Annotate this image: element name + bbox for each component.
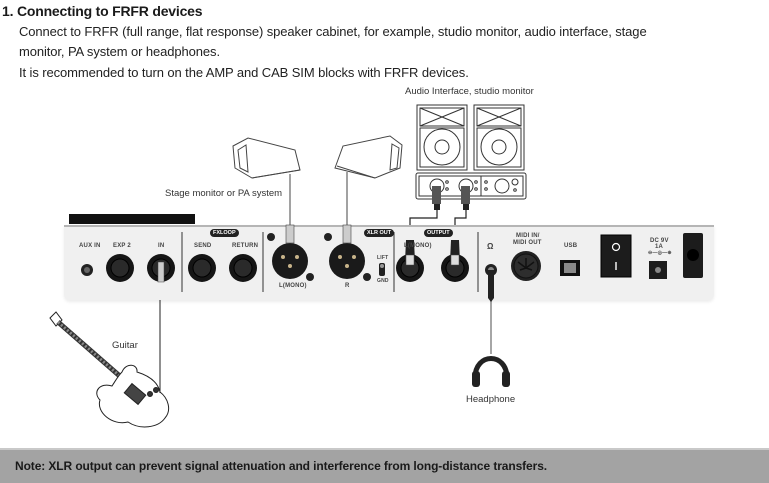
dc-polarity-label: ⊖—◎—⊕ [648, 250, 672, 256]
xlr-right-label: R [345, 283, 350, 289]
studio-monitor-left-icon [416, 104, 468, 171]
headphone-label: Headphone [466, 394, 516, 405]
recommendation-text: It is recommended to turn on the AMP and… [19, 65, 469, 80]
section-heading: 1. Connecting to FRFR devices [2, 3, 203, 19]
power-switch[interactable] [600, 234, 632, 278]
midi-label-line-2: MIDI OUT [513, 240, 542, 246]
device-top-edge [69, 214, 195, 224]
stage-monitor-label: Stage monitor or PA system [165, 188, 283, 199]
stage-monitor-right-icon [334, 135, 403, 179]
output-left-label: L(MONO) [404, 243, 432, 249]
audio-interface-icon [415, 172, 527, 200]
xlr-out-badge: XLR OUT [364, 229, 395, 237]
intro-paragraph-line-1: Connect to FRFR (full range, flat respon… [19, 24, 647, 39]
gnd-label: GND [377, 278, 389, 284]
usb-label: USB [564, 243, 578, 249]
aux-in-label: AUX IN [79, 243, 101, 249]
note-banner: Note: XLR output can prevent signal atte… [0, 448, 769, 483]
guitar-icon [49, 311, 170, 428]
output-badge: OUTPUT [424, 229, 453, 237]
return-label: RETURN [232, 243, 259, 249]
exp2-label: EXP 2 [113, 243, 131, 249]
xlr-left-label: L(MONO) [279, 283, 307, 289]
lift-label: LIFT [377, 255, 389, 261]
midi-label-line-1: MIDI IN/ [516, 233, 540, 239]
dc-voltage-label: DC 9V [650, 238, 669, 244]
guitar-label: Guitar [112, 340, 138, 351]
headphone-symbol: Ω [487, 242, 494, 251]
in-label: IN [158, 243, 165, 249]
xlr-out-left[interactable] [272, 243, 308, 279]
stage-monitor-left-icon [232, 137, 301, 179]
audio-interface-label: Audio Interface, studio monitor [405, 86, 534, 97]
xlr-out-right[interactable] [329, 243, 365, 279]
studio-monitor-right-icon [473, 104, 525, 171]
dc-current-label: 1A [655, 244, 664, 250]
note-text: Note: XLR output can prevent signal atte… [15, 459, 548, 473]
intro-paragraph-line-2: monitor, PA system or headphones. [19, 44, 220, 59]
send-label: SEND [194, 243, 212, 249]
fx-loop-badge: FXLOOP [210, 229, 239, 237]
headphone-icon [472, 300, 510, 387]
